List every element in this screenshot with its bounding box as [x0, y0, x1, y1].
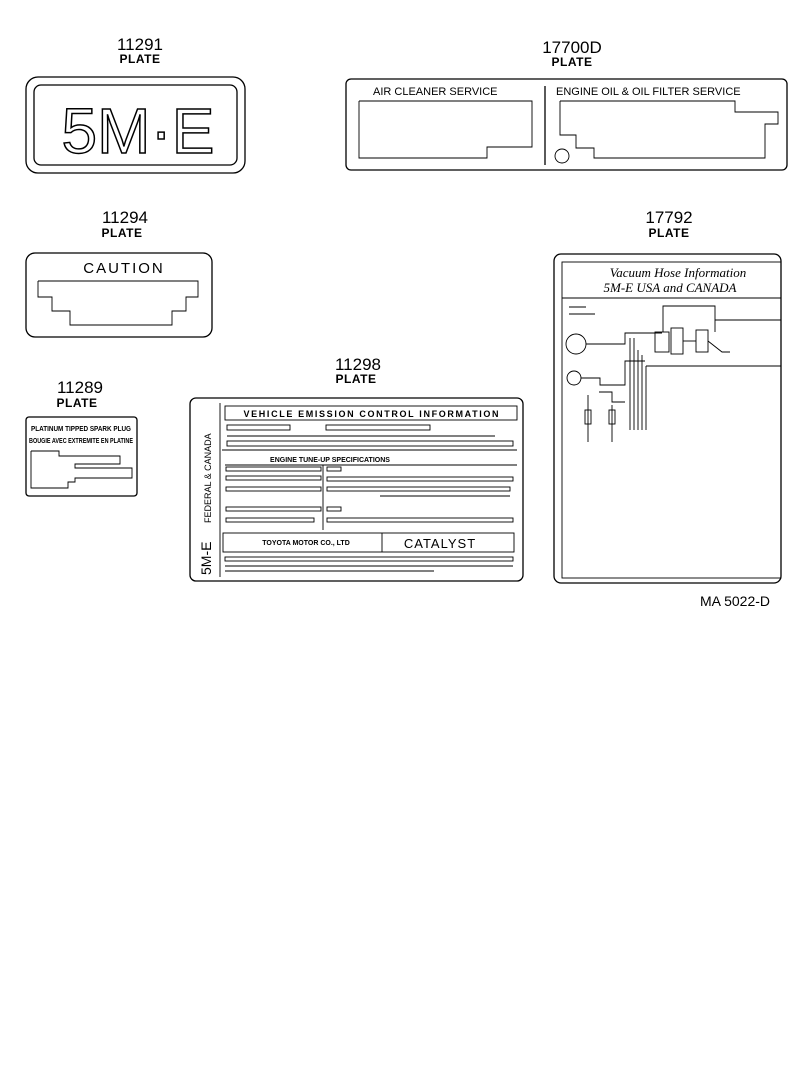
plate-11298: 11298 PLATE 5M-E FEDERAL & CANADA VEHICL… — [189, 355, 524, 582]
service-stamp-icon — [554, 148, 570, 164]
plate-label-11294: PLATE — [102, 226, 143, 240]
plate-11289: 11289 PLATE PLATINUM TIPPED SPARK PLUG B… — [25, 378, 138, 497]
spark-plug-line2: BOUGIE AVEC EXTREMITE EN PLATINE — [29, 438, 133, 445]
plate-label-17792: PLATE — [649, 226, 690, 240]
emission-header: VEHICLE EMISSION CONTROL INFORMATION — [244, 409, 499, 419]
vacuum-plate-inner — [561, 261, 782, 579]
vacuum-sensor-icon — [566, 370, 582, 386]
service-plate-border — [345, 78, 788, 171]
emblem-inner-border — [33, 84, 238, 166]
plate-17700d: 17700D PLATE AIR CLEANER SERVICE ENGINE … — [345, 38, 788, 171]
plate-label-17700d: PLATE — [552, 55, 593, 69]
plate-label-11291: PLATE — [120, 52, 161, 66]
vacuum-subheading: 5M-E USA and CANADA — [604, 280, 737, 295]
oil-service-heading: ENGINE OIL & OIL FILTER SERVICE — [556, 86, 741, 98]
plate-label-11298: PLATE — [336, 372, 377, 386]
catalyst-text: CATALYST — [404, 536, 476, 551]
spark-plug-plate-border — [25, 416, 138, 497]
air-cleaner-heading: AIR CLEANER SERVICE — [373, 86, 498, 98]
part-number-11289: 11289 — [57, 378, 103, 397]
vacuum-diaphragm-icon — [565, 333, 587, 355]
plate-17792: 17792 PLATE Vacuum Hose Information 5M-E… — [553, 208, 782, 584]
emblem-outer-border — [25, 76, 246, 174]
part-number-11294: 11294 — [102, 208, 148, 227]
caution-text: CAUTION — [83, 260, 165, 277]
emission-side-text: 5M-E — [198, 542, 214, 575]
part-number-17700d: 17700D — [542, 38, 602, 57]
tuneup-heading: ENGINE TUNE-UP SPECIFICATIONS — [270, 457, 390, 464]
emission-plate-border — [189, 397, 524, 582]
toyota-maker: TOYOTA MOTOR CO., LTD — [262, 540, 350, 547]
emblem-text: 5M·E — [62, 95, 215, 167]
figure-code: MA 5022-D — [700, 593, 770, 609]
spark-plug-line1: PLATINUM TIPPED SPARK PLUG — [31, 426, 131, 433]
part-number-11291: 11291 — [117, 35, 163, 54]
plate-label-11289: PLATE — [57, 396, 98, 410]
plate-11291: 11291 PLATE 5M·E — [25, 35, 246, 174]
plate-11294: 11294 PLATE CAUTION — [25, 208, 213, 338]
caution-plate-border — [25, 252, 213, 338]
part-number-11298: 11298 — [335, 355, 381, 374]
part-number-17792: 17792 — [645, 208, 692, 227]
vacuum-heading: Vacuum Hose Information — [610, 265, 747, 280]
emission-side-small: FEDERAL & CANADA — [203, 433, 213, 523]
